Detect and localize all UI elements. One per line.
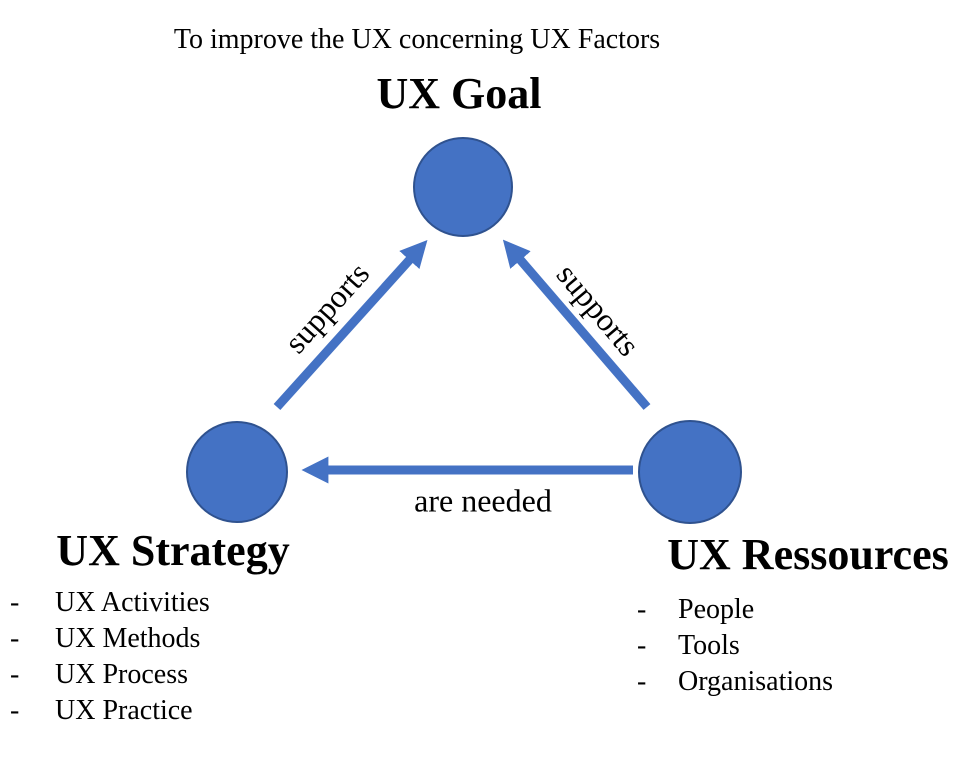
list-item-label: UX Practice — [55, 695, 193, 726]
list-item-label: UX Process — [55, 659, 188, 690]
ux-resources-node-circle — [638, 420, 742, 524]
ux-resources-list: - People - Tools - Organisations — [637, 592, 833, 700]
list-item-label: UX Activities — [55, 587, 210, 618]
arrow-strategy-to-goal — [273, 239, 428, 411]
list-dash: - — [637, 594, 647, 625]
list-item: - People — [637, 592, 833, 628]
list-item: - UX Methods — [10, 621, 210, 657]
list-dash: - — [637, 666, 647, 697]
list-item: - UX Practice — [10, 693, 210, 729]
list-item: - UX Process — [10, 657, 210, 693]
list-dash: - — [10, 587, 20, 618]
ux-strategy-label: UX Strategy — [56, 526, 290, 575]
list-item-label: UX Methods — [55, 623, 201, 654]
list-dash: - — [10, 623, 20, 654]
ux-strategy-node-circle — [186, 421, 288, 523]
list-dash: - — [10, 695, 20, 726]
list-item: - Organisations — [637, 664, 833, 700]
ux-goal-label: UX Goal — [376, 69, 542, 118]
ux-resources-label: UX Ressources — [667, 530, 949, 579]
list-item: - UX Activities — [10, 585, 210, 621]
arrow-resources-to-goal — [502, 239, 651, 410]
ux-goal-node-circle — [413, 137, 513, 237]
list-item-label: People — [678, 594, 755, 625]
list-item: - Tools — [637, 628, 833, 664]
list-item-label: Tools — [678, 630, 740, 661]
diagram-title: To improve the UX concerning UX Factors — [173, 24, 661, 55]
list-dash: - — [637, 630, 647, 661]
ux-strategy-list: - UX Activities - UX Methods - UX Proces… — [10, 585, 210, 729]
edge-label-are-needed: are needed — [414, 482, 552, 519]
list-item-label: Organisations — [678, 666, 834, 697]
list-dash: - — [10, 659, 20, 690]
